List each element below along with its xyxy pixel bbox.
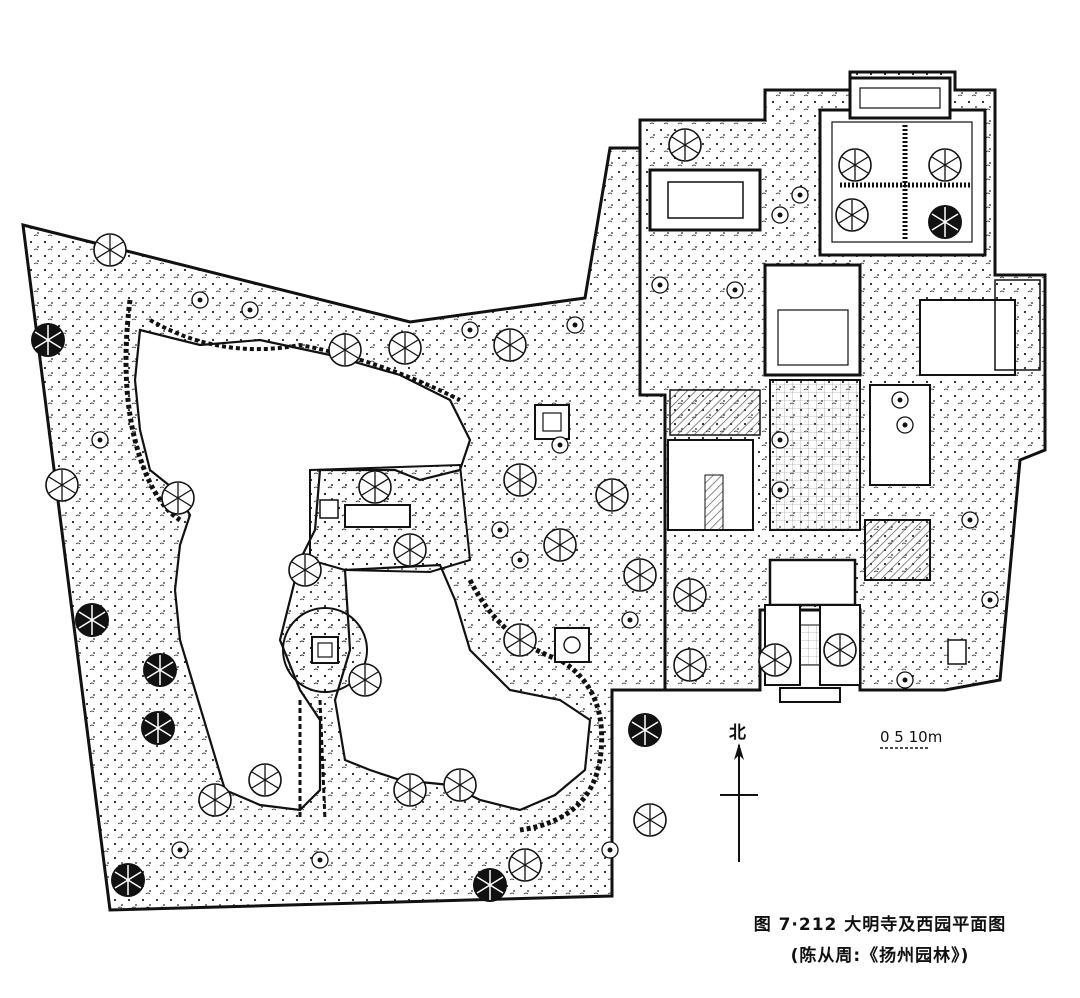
north-label: 北 bbox=[729, 723, 746, 743]
corridor bbox=[769, 379, 861, 531]
caption-title: 图 7·212 大明寺及西园平面图 bbox=[753, 915, 1007, 935]
memorial-arch bbox=[779, 687, 841, 703]
island-pavilion-small bbox=[319, 499, 339, 519]
north-arrow-icon bbox=[720, 743, 758, 862]
figure-caption: 图 7·212 大明寺及西园平面图 (陈从周:《扬州园林》) bbox=[700, 912, 1060, 970]
pond bbox=[133, 328, 472, 812]
rockery-bank bbox=[149, 318, 461, 402]
east-pavilion bbox=[554, 627, 590, 663]
east-rooms bbox=[864, 519, 931, 581]
front-hall bbox=[768, 558, 857, 607]
small-pavilion bbox=[947, 639, 967, 665]
dark-wall bbox=[669, 389, 761, 436]
square-pavilion bbox=[311, 636, 339, 664]
rear-hall bbox=[848, 76, 952, 120]
steps bbox=[799, 624, 821, 666]
east-hall bbox=[919, 299, 1016, 376]
rockery-bank bbox=[298, 699, 327, 821]
wall-strip bbox=[704, 474, 724, 531]
main-hall bbox=[763, 263, 862, 377]
island-pavilion bbox=[344, 504, 411, 528]
rockery-bank bbox=[123, 299, 182, 523]
pond-east-lobe bbox=[333, 563, 592, 812]
west-hall bbox=[648, 168, 762, 232]
scale-bar-label: 0 5 10m bbox=[880, 728, 943, 746]
rockery-bank bbox=[467, 578, 605, 833]
caption-source: (陈从周:《扬州园林》) bbox=[790, 946, 970, 966]
side-rooms bbox=[994, 279, 1041, 371]
north-pavilion bbox=[534, 404, 570, 440]
